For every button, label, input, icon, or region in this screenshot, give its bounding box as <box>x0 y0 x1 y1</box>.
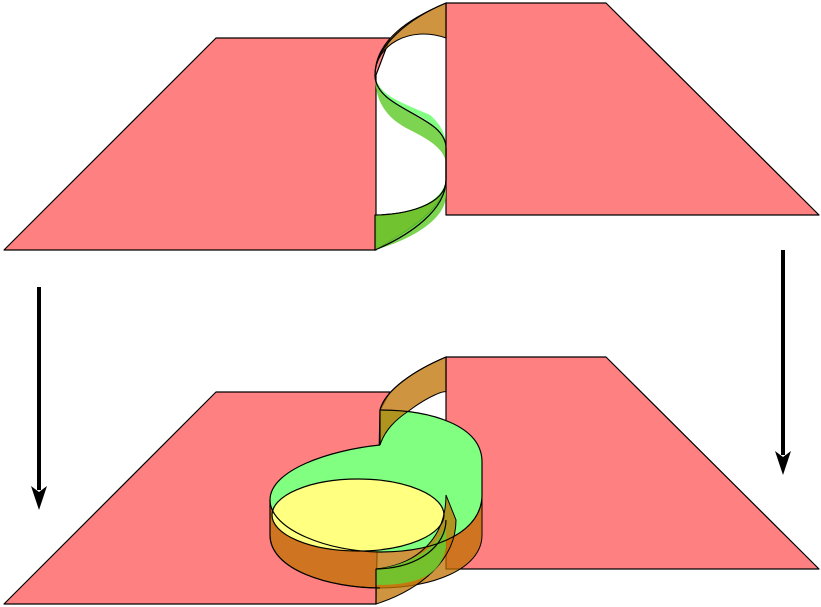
top-wall-bottom-green <box>375 180 446 250</box>
bottom-yellow-disk <box>272 479 444 551</box>
bottom-wall-lower-green <box>376 520 446 585</box>
left-down-arrow <box>31 287 47 510</box>
top-wall-s-curve <box>375 75 446 165</box>
bottom-right-sheet <box>445 356 820 570</box>
top-right-sheet <box>445 2 820 216</box>
right-down-arrow <box>775 250 791 475</box>
top-left-sheet <box>3 37 391 251</box>
bottom-panel <box>3 356 820 605</box>
top-panel <box>3 2 820 251</box>
